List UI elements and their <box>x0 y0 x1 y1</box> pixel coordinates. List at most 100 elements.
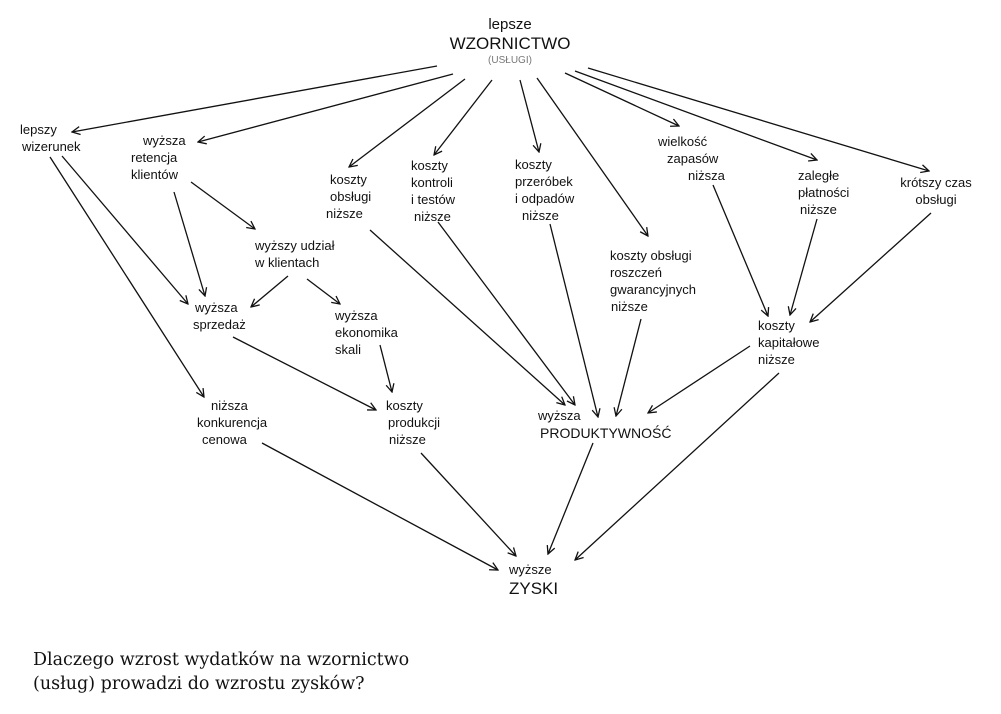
caption-question: Dlaczego wzrost wydatków na wzornictwo (… <box>33 648 409 696</box>
arrow-root-to-obslugi <box>349 78 466 167</box>
arrow-root-to-retencja <box>198 73 454 142</box>
node-text: niższe <box>800 202 837 217</box>
arrow-root-to-roszczen <box>536 77 648 236</box>
node-text: wyższa <box>335 308 378 323</box>
node-text: wizerunek <box>22 139 81 154</box>
node-text: gwarancyjnych <box>610 282 696 297</box>
node-text: i odpadów <box>515 191 575 206</box>
node-text: kontroli <box>411 175 453 190</box>
node-root-line2: WZORNICTWO <box>449 34 571 53</box>
node-text: niższe <box>389 432 426 447</box>
arrow-kapitalowe-to-zyski <box>575 372 780 560</box>
node-wielkosc-zapasow: wielkość zapasów niższa <box>658 133 725 184</box>
arrow-udzial-to-sprzedaz <box>251 275 289 307</box>
arrow-konkurencja-to-zyski <box>261 442 498 570</box>
node-text: niższe <box>326 206 363 221</box>
node-text: niższa <box>211 398 248 413</box>
node-text: ZYSKI <box>509 579 559 598</box>
arrow-obslugi-to-produktywnosc <box>369 229 565 405</box>
node-koszty-roszczen: koszty obsługi roszczeń gwarancyjnych ni… <box>610 247 696 315</box>
arrow-produktywnosc-to-zyski <box>548 442 594 554</box>
node-text: roszczeń <box>610 265 663 280</box>
arrow-produkcja-to-zyski <box>420 452 516 556</box>
node-text: niższe <box>758 352 795 367</box>
node-text: przeróbek <box>515 174 573 189</box>
node-text: niższa <box>688 168 725 183</box>
node-krotszy-czas-obslugi: krótszy czas obsługi <box>893 174 979 208</box>
node-koszty-obslugi: koszty obsługi niższe <box>326 171 371 222</box>
node-text: w klientach <box>255 255 320 270</box>
arrow-czas-to-kapitalowe <box>810 212 932 322</box>
node-text: koszty <box>515 157 552 172</box>
node-text: ekonomika <box>335 325 398 340</box>
arrow-retencja-to-sprzedaz <box>173 191 205 296</box>
node-text: sprzedaż <box>193 317 246 332</box>
node-koszty-kontroli: koszty kontroli i testów niższe <box>411 157 455 225</box>
arrow-kapitalowe-to-produktywnosc <box>648 345 751 413</box>
arrow-root-to-czas <box>587 67 929 171</box>
node-text: wyższa <box>538 408 581 423</box>
node-text: obsługi <box>915 192 957 207</box>
arrow-udzial-to-ekonomika <box>306 278 340 304</box>
node-wyzsza-sprzedaz: wyższa sprzedaż <box>193 299 246 333</box>
node-text: konkurencja <box>197 415 268 430</box>
node-root-line1: lepsze <box>488 16 532 33</box>
node-lepsze-wzornictwo: lepsze WZORNICTWO (USŁUGI) <box>440 15 580 67</box>
arrow-wizerunek-to-konkurencja <box>49 156 204 397</box>
node-koszty-produkcji: koszty produkcji niższe <box>386 397 440 448</box>
node-text: zapasów <box>667 151 719 166</box>
node-text: kapitałowe <box>758 335 820 350</box>
node-wyzsza-produktywnosc: wyższa PRODUKTYWNOŚĆ <box>538 407 671 442</box>
caption-line1: Dlaczego wzrost wydatków na wzornictwo <box>33 650 410 670</box>
node-text: niższe <box>611 299 648 314</box>
node-wyzsza-ekonomika-skali: wyższa ekonomika skali <box>335 307 398 358</box>
node-text: koszty <box>330 172 367 187</box>
arrow-root-to-wizerunek <box>72 65 438 132</box>
arrow-wizerunek-to-sprzedaz <box>61 155 188 304</box>
node-text: wyższa <box>195 300 238 315</box>
node-text: retencja <box>131 150 178 165</box>
node-wyzszy-udzial: wyższy udział w klientach <box>255 237 334 271</box>
node-text: koszty <box>411 158 448 173</box>
arrow-sprzedaz-to-produkcja <box>232 336 376 410</box>
node-wyzsze-zyski: wyższe ZYSKI <box>509 561 558 599</box>
node-text: niższe <box>522 208 559 223</box>
node-text: wyższy udział <box>255 238 335 253</box>
node-text: lepszy <box>20 122 57 137</box>
node-text: produkcji <box>388 415 441 430</box>
node-text: koszty <box>386 398 423 413</box>
node-text: obsługi <box>330 189 372 204</box>
arrow-kontroli-to-produktywnosc <box>437 221 575 405</box>
node-text: cenowa <box>202 432 247 447</box>
arrow-zapasow-to-kapitalowe <box>712 184 768 316</box>
node-koszty-kapitalowe: koszty kapitałowe niższe <box>758 317 819 368</box>
node-text: zaległe <box>798 168 840 183</box>
node-text: niższe <box>414 209 451 224</box>
node-nizsza-konkurencja-cenowa: niższa konkurencja cenowa <box>197 397 267 448</box>
node-text: PRODUKTYWNOŚĆ <box>540 425 672 441</box>
arrow-ekonomika-to-produkcja <box>379 344 392 392</box>
node-zalegle-platnosci: zaległe płatności niższe <box>798 167 849 218</box>
arrow-root-to-kontroli <box>434 79 493 155</box>
node-text: wyższe <box>509 562 552 577</box>
arrow-root-to-platnosci <box>574 70 817 160</box>
arrow-przerobek-to-produktywnosc <box>549 223 598 417</box>
node-text: koszty <box>758 318 795 333</box>
arrow-roszczen-to-produktywnosc <box>616 318 642 416</box>
node-text: klientów <box>131 167 178 182</box>
caption-line2: (usług) prowadzi do wzrostu zysków? <box>33 674 365 694</box>
node-koszty-przerobek: koszty przeróbek i odpadów niższe <box>515 156 574 224</box>
arrow-retencja-to-udzial <box>190 181 255 229</box>
node-text: skali <box>335 342 362 357</box>
node-text: koszty obsługi <box>610 248 692 263</box>
node-text: wyższa <box>143 133 186 148</box>
node-wyzsza-retencja: wyższa retencja klientów <box>131 132 186 183</box>
arrow-root-to-przerobek <box>519 79 539 152</box>
node-lepszy-wizerunek: lepszy wizerunek <box>20 121 81 155</box>
arrow-root-to-zapasow <box>564 72 679 126</box>
node-text: płatności <box>798 185 850 200</box>
node-root-line3: (USŁUGI) <box>488 55 532 66</box>
node-text: i testów <box>411 192 456 207</box>
node-text: wielkość <box>658 134 708 149</box>
